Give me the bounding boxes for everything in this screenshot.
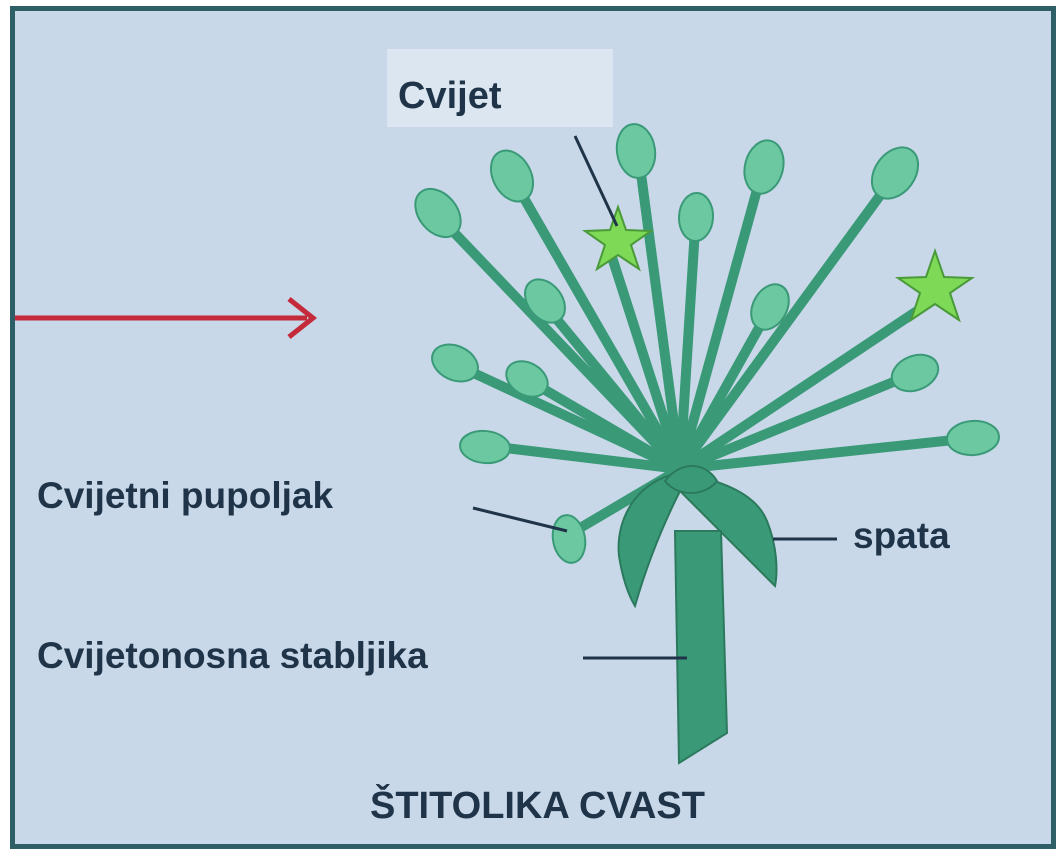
arrow-right-icon: [15, 299, 313, 337]
diagram-frame: Cvijet Cvijetni pupoljak spata Cvijetono…: [10, 6, 1056, 849]
flower-leader-line: [575, 136, 617, 226]
label-flower-bud: Cvijetni pupoljak: [37, 475, 333, 517]
diagram-title: ŠTITOLIKA CVAST: [370, 785, 705, 828]
label-peduncle: Cvijetonosna stabljika: [37, 635, 428, 677]
flower-stem: [675, 531, 727, 763]
label-flower: Cvijet: [398, 75, 501, 118]
umbel-diagram: [15, 11, 1051, 844]
bud-leader-line: [473, 508, 567, 531]
label-spathe: spata: [853, 515, 950, 557]
